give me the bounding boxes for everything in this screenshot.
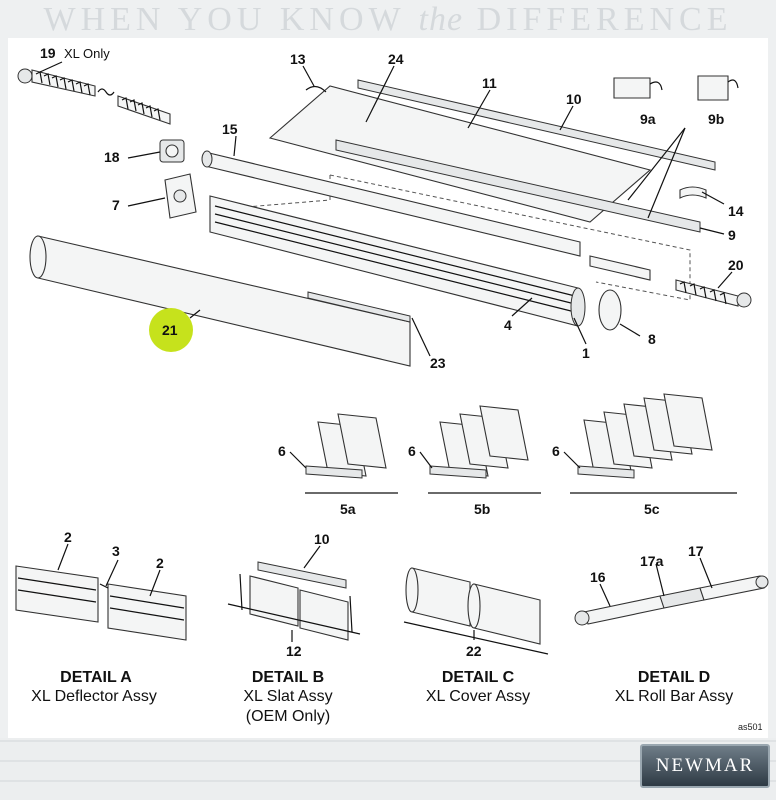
end-plate-7[interactable] xyxy=(164,173,197,219)
label-6-b: 6 xyxy=(408,443,416,459)
end-plate-8[interactable] xyxy=(598,289,622,331)
label-7: 7 xyxy=(112,197,120,213)
label-24: 24 xyxy=(388,51,404,67)
bracket-18[interactable] xyxy=(159,139,185,163)
label-17: 17 xyxy=(688,543,704,559)
leader-lines xyxy=(39,61,733,357)
clip-9b[interactable] xyxy=(697,75,739,101)
detail-a-heading: DETAIL A xyxy=(60,669,132,686)
label-8: 8 xyxy=(648,331,656,347)
label-16: 16 xyxy=(590,569,606,585)
label-17a: 17a xyxy=(640,553,664,569)
label-9a: 9a xyxy=(640,111,656,127)
label-13: 13 xyxy=(290,51,306,67)
label-5b: 5b xyxy=(474,501,490,517)
label-6-a: 6 xyxy=(278,443,286,459)
label-3: 3 xyxy=(112,543,120,559)
label-20: 20 xyxy=(728,257,744,273)
label-6-c: 6 xyxy=(552,443,560,459)
label-10: 10 xyxy=(566,91,582,107)
detail-b-name: XL Slat Assy xyxy=(243,688,332,705)
label-2-b: 2 xyxy=(156,555,164,571)
detail-c-name: XL Cover Assy xyxy=(426,688,530,705)
strip-11[interactable] xyxy=(357,79,716,171)
spring-20[interactable] xyxy=(589,255,752,308)
label-19-note: XL Only xyxy=(64,46,110,61)
diagram-code: as501 xyxy=(738,722,763,732)
detail-b-heading: DETAIL B xyxy=(252,669,324,686)
slat-23[interactable] xyxy=(307,291,411,323)
rail-15[interactable] xyxy=(201,150,581,257)
newmar-logo: NEWMAR xyxy=(640,744,770,788)
detail-d-name: XL Roll Bar Assy xyxy=(615,688,734,705)
label-5c: 5c xyxy=(644,501,660,517)
detail-a-name: XL Deflector Assy xyxy=(31,688,157,705)
label-9b: 9b xyxy=(708,111,724,127)
slat-set-5b[interactable] xyxy=(428,405,541,494)
label-14: 14 xyxy=(728,203,744,219)
label-22: 22 xyxy=(466,643,482,659)
label-4: 4 xyxy=(504,317,512,333)
label-9: 9 xyxy=(728,227,736,243)
label-10-b: 10 xyxy=(314,531,330,547)
label-2-a: 2 xyxy=(64,529,72,545)
clip-9a[interactable] xyxy=(613,77,663,99)
awning-fabric-24[interactable] xyxy=(268,85,652,223)
label-23: 23 xyxy=(430,355,446,371)
slogan-part1: WHEN YOU KNOW xyxy=(43,1,406,38)
detail-d-drawing[interactable] xyxy=(574,557,769,626)
label-12: 12 xyxy=(286,643,302,659)
slogan-banner: WHEN YOU KNOW the DIFFERENCE xyxy=(0,0,776,40)
label-5a: 5a xyxy=(340,501,356,517)
label-15: 15 xyxy=(222,121,238,137)
detail-b-drawing[interactable] xyxy=(227,545,361,642)
cap-13[interactable] xyxy=(305,85,327,93)
slogan-part3: DIFFERENCE xyxy=(476,1,733,38)
label-1: 1 xyxy=(582,345,590,361)
cover-21[interactable] xyxy=(29,235,411,367)
slat-set-5a[interactable] xyxy=(305,413,398,494)
detail-a-drawing[interactable] xyxy=(15,543,187,641)
highlight-badge-21 xyxy=(149,308,193,352)
slat-set-5c[interactable] xyxy=(570,393,737,494)
rail-9[interactable] xyxy=(335,139,701,233)
label-18: 18 xyxy=(104,149,120,165)
detail-c-drawing[interactable] xyxy=(403,567,549,655)
spring-19[interactable] xyxy=(17,68,171,125)
slat-leader-lines xyxy=(289,451,581,469)
detail-c-heading: DETAIL C xyxy=(442,669,515,686)
label-19: 19 xyxy=(40,45,56,61)
detail-d-heading: DETAIL D xyxy=(638,669,710,686)
label-21: 21 xyxy=(162,322,178,338)
detail-b-note: (OEM Only) xyxy=(246,708,330,725)
label-11: 11 xyxy=(482,75,497,91)
cap-14[interactable] xyxy=(679,186,707,199)
slogan-part2: the xyxy=(418,1,464,38)
